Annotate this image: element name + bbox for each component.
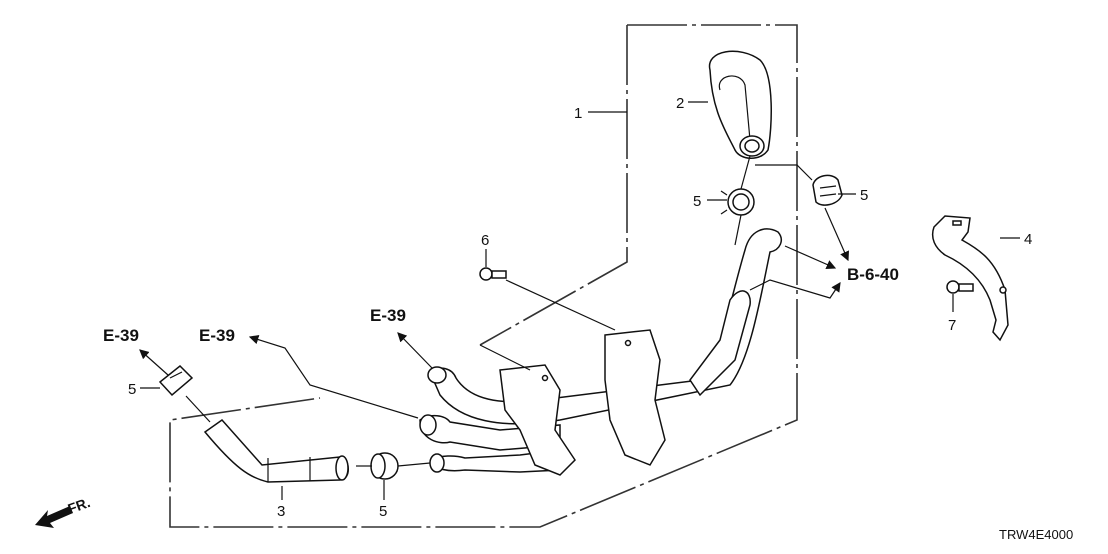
ref-e39-left[interactable]: E-39	[103, 326, 139, 345]
clamp-upper-part	[720, 188, 755, 216]
callout-5a[interactable]: 5	[693, 193, 701, 210]
upper-hose-part	[708, 50, 772, 159]
callout-2[interactable]: 2	[676, 95, 684, 112]
callout-3[interactable]: 3	[277, 503, 285, 520]
pipe-assembly-part	[419, 228, 782, 476]
leader-lines	[139, 101, 1020, 500]
front-arrow-icon	[35, 506, 73, 528]
bracket-part	[931, 215, 1009, 342]
callout-5d[interactable]: 5	[379, 503, 387, 520]
ref-b640[interactable]: B-6-40	[847, 265, 899, 284]
clamp-lower-part	[370, 452, 399, 480]
callout-1[interactable]: 1	[574, 105, 582, 122]
front-label: FR.	[66, 494, 93, 517]
assembly-frame	[169, 24, 798, 528]
clip-right-part	[812, 174, 843, 206]
callout-5c[interactable]: 5	[128, 381, 136, 398]
diagram-code: TRW4E4000	[999, 527, 1073, 542]
clip-left-part	[158, 364, 194, 397]
callout-6[interactable]: 6	[481, 232, 489, 249]
callout-5b[interactable]: 5	[860, 187, 868, 204]
ref-e39-mid[interactable]: E-39	[199, 326, 235, 345]
lower-hose-part	[203, 419, 349, 483]
bolt-7-part	[946, 280, 974, 294]
callout-7[interactable]: 7	[948, 317, 956, 334]
bolt-6-part	[479, 267, 507, 281]
ref-e39-center[interactable]: E-39	[370, 306, 406, 325]
front-direction-indicator: FR.	[35, 494, 92, 528]
callout-4[interactable]: 4	[1024, 231, 1032, 248]
